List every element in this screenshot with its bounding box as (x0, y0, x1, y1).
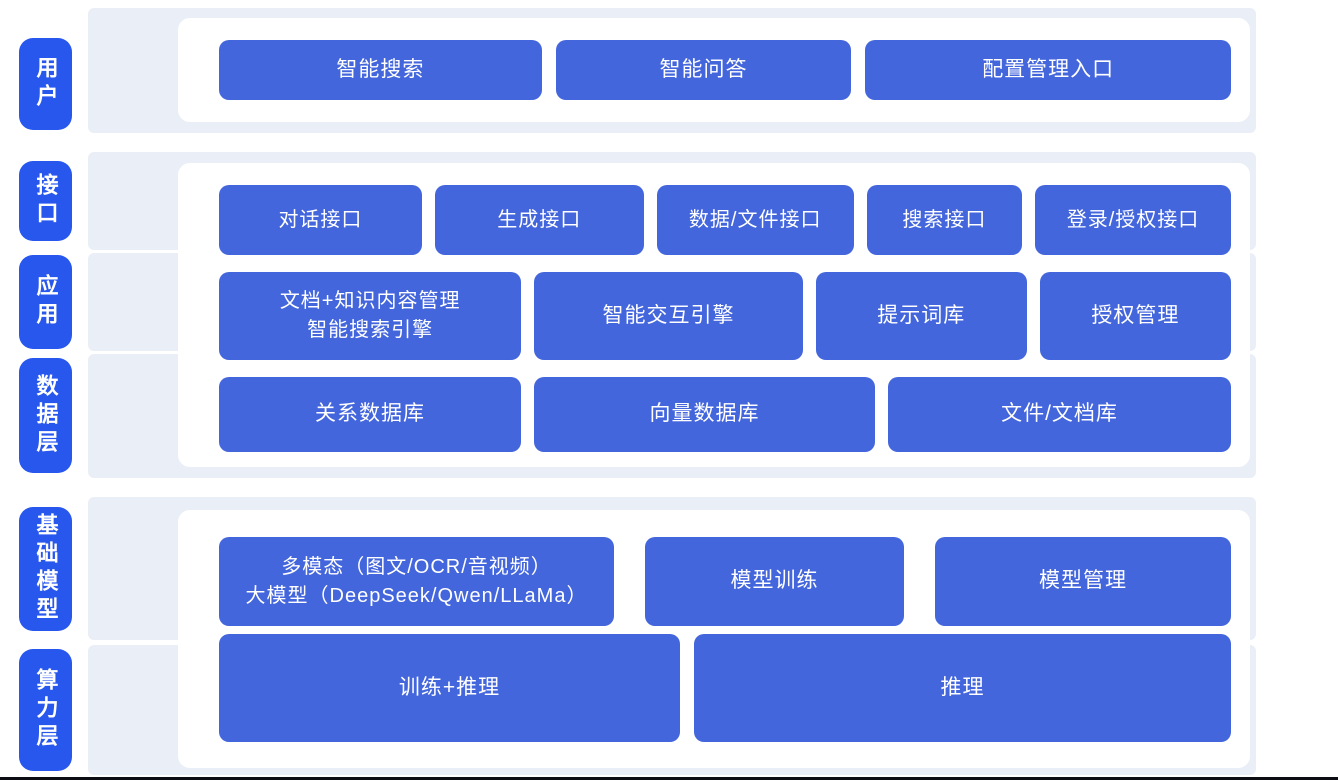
box-dialog-api: 对话接口 (219, 185, 422, 255)
box-config-management-entry: 配置管理入口 (865, 40, 1231, 100)
box-interactive-engine: 智能交互引擎 (534, 272, 803, 360)
box-login-auth-api: 登录/授权接口 (1035, 185, 1231, 255)
box-inference: 推理 (694, 634, 1231, 742)
box-doc-knowledge-search-engine: 文档+知识内容管理 智能搜索引擎 (219, 272, 522, 360)
row-interface: 对话接口 生成接口 数据/文件接口 搜索接口 登录/授权接口 (219, 185, 1231, 255)
layer-label-compute: 算力层 (19, 649, 72, 771)
box-model-management: 模型管理 (935, 537, 1231, 626)
box-vector-db: 向量数据库 (534, 377, 875, 452)
box-auth-management: 授权管理 (1039, 272, 1232, 360)
box-smart-search: 智能搜索 (219, 40, 542, 100)
box-multimodal-llm: 多模态（图文/OCR/音视频） 大模型（DeepSeek/Qwen/LLaMa） (219, 537, 614, 626)
layer-label-application: 应用 (19, 255, 72, 349)
box-prompt-library: 提示词库 (815, 272, 1027, 360)
layer-label-user: 用户 (19, 38, 72, 130)
layer-label-foundation-model: 基础模型 (19, 507, 72, 631)
layer-label-interface: 接口 (19, 161, 72, 241)
row-data: 关系数据库 向量数据库 文件/文档库 (219, 377, 1231, 452)
box-generation-api: 生成接口 (434, 185, 644, 255)
box-training-inference: 训练+推理 (219, 634, 680, 742)
box-smart-qa: 智能问答 (555, 40, 852, 100)
panel-base: 多模态（图文/OCR/音视频） 大模型（DeepSeek/Qwen/LLaMa）… (178, 510, 1250, 768)
box-search-api: 搜索接口 (866, 185, 1023, 255)
panel-user: 智能搜索 智能问答 配置管理入口 (178, 18, 1250, 122)
box-data-file-api: 数据/文件接口 (656, 185, 854, 255)
box-file-doc-db: 文件/文档库 (888, 377, 1231, 452)
panel-middle: 对话接口 生成接口 数据/文件接口 搜索接口 登录/授权接口 文档+知识内容管理… (178, 163, 1250, 467)
row-compute: 训练+推理 推理 (219, 634, 1231, 742)
row-foundation-model: 多模态（图文/OCR/音视频） 大模型（DeepSeek/Qwen/LLaMa）… (219, 537, 1231, 626)
box-relational-db: 关系数据库 (219, 377, 521, 452)
box-model-training: 模型训练 (645, 537, 904, 626)
layer-label-data: 数据层 (19, 358, 72, 473)
bottom-rule (0, 777, 1338, 780)
row-application: 文档+知识内容管理 智能搜索引擎 智能交互引擎 提示词库 授权管理 (219, 272, 1232, 360)
